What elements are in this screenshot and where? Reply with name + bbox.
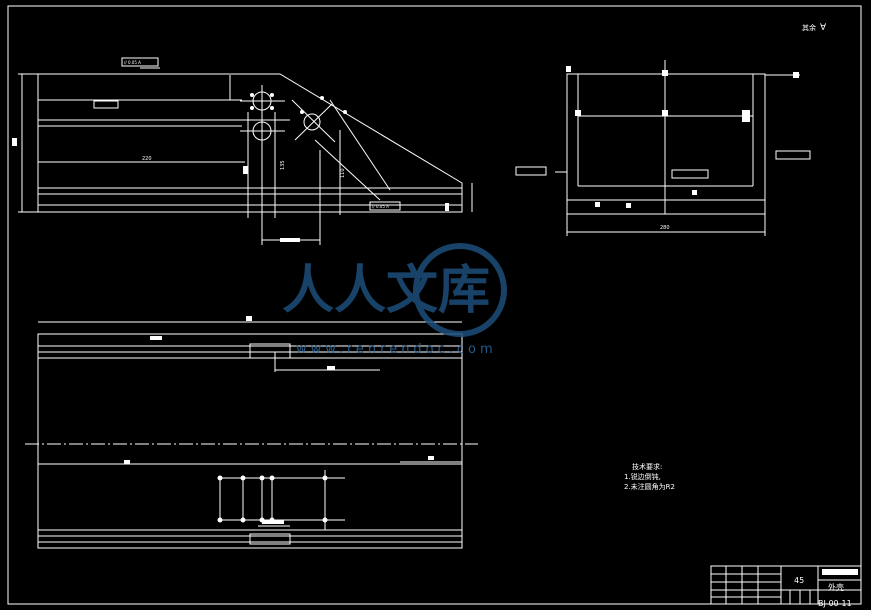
side-view-marks	[515, 66, 811, 208]
title-material: 45	[794, 576, 804, 585]
title-name: 外壳	[828, 582, 844, 592]
watermark-url: www.renrendoc.com	[296, 342, 497, 357]
front-view	[18, 67, 473, 245]
watermark: 人人文库 www.renrendoc.com	[282, 243, 507, 357]
front-view-marks	[12, 57, 449, 242]
dim-280: 280	[660, 225, 670, 231]
tol-frame-1: // 0.05 A	[124, 60, 141, 65]
dim-110: 110	[340, 168, 346, 178]
watermark-text: 人人文库	[282, 261, 490, 321]
tech-title: 技术要求:	[632, 462, 662, 471]
roughness-note: 其余	[802, 23, 816, 32]
title-bar	[822, 569, 858, 575]
title-block	[710, 565, 862, 605]
roughness-symbol: ∀	[820, 23, 827, 33]
tech-line-2: 2.未注圆角为R2	[624, 482, 675, 491]
tech-line-1: 1.锐边倒钝,	[624, 472, 661, 481]
dim-135: 135	[280, 160, 286, 170]
drawing-border	[7, 5, 862, 605]
bottom-view	[25, 321, 478, 549]
title-code: BJ-00-11	[818, 599, 852, 608]
dim-220: 220	[142, 156, 152, 162]
side-view	[555, 60, 800, 236]
tol-frame-2: // 0.05 A	[372, 204, 389, 209]
bottom-view-marks	[124, 316, 434, 545]
